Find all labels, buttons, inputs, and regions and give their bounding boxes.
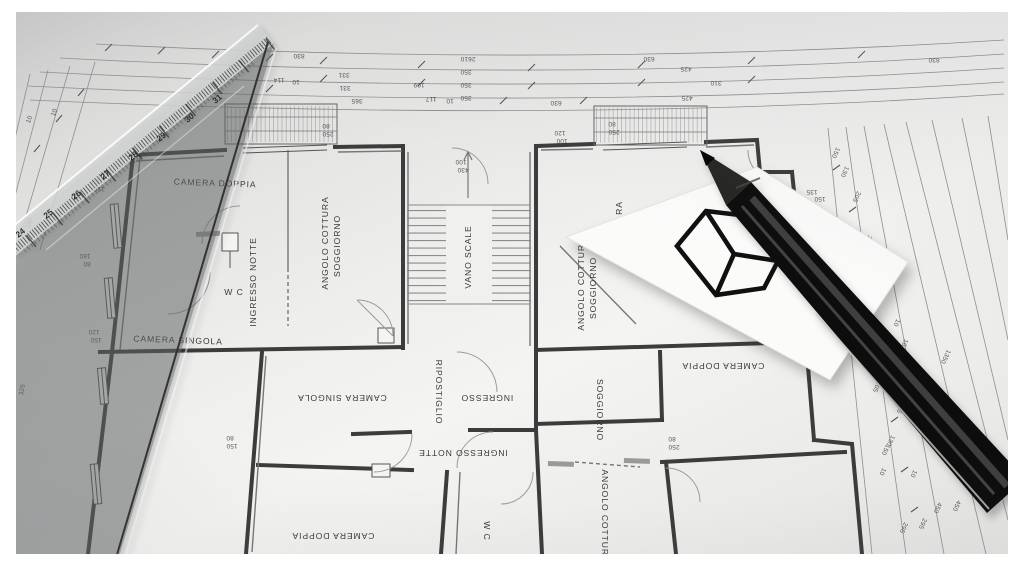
room-label: CAMERA DOPPIA — [292, 531, 375, 541]
room-label: CAMERA SINGOLA — [133, 333, 223, 346]
dim-label: 425 — [680, 65, 692, 72]
dim-label: 295 — [898, 521, 909, 534]
dim-label: 80 — [226, 434, 234, 441]
room-labels: CAMERA DOPPIA W C CAMERA SINGOLA INGRESS… — [133, 177, 764, 554]
dim-label: 350 — [460, 94, 472, 101]
dim-label: 150 — [880, 443, 891, 456]
pencil — [700, 150, 1008, 513]
dim-label: 630 — [550, 99, 562, 106]
dim-label: 10 — [50, 108, 59, 118]
dim-label: 150 — [830, 146, 841, 159]
room-label: INGRESSO NOTTE — [248, 237, 258, 326]
dim-label: 310 — [710, 79, 722, 86]
dim-label: 325 — [18, 383, 27, 396]
dim-label: 425 — [681, 94, 693, 101]
staircase — [407, 150, 531, 306]
floor-plan-walls — [85, 103, 865, 554]
dim-label: 1350 — [939, 348, 952, 365]
room-label: INGRESSO — [461, 393, 514, 403]
room-label: RA — [614, 201, 624, 215]
dim-label: 150 — [226, 442, 238, 449]
room-label: SOGGIORNO — [332, 215, 342, 277]
sliding-door-marks — [196, 230, 650, 467]
dim-label: 331 — [339, 84, 351, 91]
dim-label: 250 — [668, 443, 680, 450]
dim-label: 10 — [292, 78, 300, 85]
dim-label: 130 — [885, 434, 896, 447]
dim-label: 250 — [608, 128, 620, 135]
dim-label: 100 — [455, 158, 467, 165]
dim-label: 350 — [460, 68, 472, 75]
room-label: CAMERA SINGOLA — [297, 393, 387, 403]
dim-label: 160 — [79, 252, 91, 259]
dim-label: 135 — [806, 188, 818, 195]
ruler-number: 24 — [16, 226, 27, 240]
dim-label: 630 — [643, 55, 655, 62]
dim-label: 150 — [814, 195, 826, 202]
room-label: VANO SCALE — [463, 225, 473, 288]
dim-label: 295 — [917, 517, 928, 530]
triangle-body — [16, 43, 274, 554]
dim-label: 450 — [932, 501, 943, 514]
dim-label: 109 — [413, 81, 425, 88]
photo-area: 830 2610 630 331 350 425 114 10 109 331 … — [16, 12, 1008, 554]
dim-label: 120 — [88, 328, 100, 335]
dim-label: 10 — [877, 467, 887, 477]
dim-label: 10 — [891, 318, 901, 328]
window-symbols — [89, 141, 688, 505]
dim-label: 80 — [668, 435, 676, 442]
dim-label: 205 — [871, 380, 882, 393]
dim-label: 250 — [322, 130, 334, 137]
dim-label: 114 — [273, 76, 284, 83]
dim-label: 80 — [608, 120, 616, 127]
room-label: ANGOLO COTTURA — [320, 196, 330, 289]
dim-label: 150 — [90, 336, 102, 343]
dim-label: 430 — [457, 166, 469, 173]
dim-label: 830 — [293, 52, 305, 59]
dim-label: 120 — [554, 129, 566, 136]
dim-label: 205 — [851, 190, 862, 203]
dim-label: 450 — [951, 499, 962, 512]
set-square-triangle: 24 25 26 27 28 29 30 31 — [16, 24, 277, 554]
balcony-hatch — [224, 103, 708, 146]
dim-label: 10 — [899, 338, 909, 348]
dim-label: 120 — [93, 185, 105, 192]
door-arcs — [167, 147, 781, 505]
dim-label: 10 — [446, 97, 454, 104]
dim-label: 100 — [556, 137, 568, 144]
room-label: ANGOLO COTTURA — [600, 469, 610, 554]
dim-label: 350 — [460, 81, 472, 88]
pencil-graphite-tip — [700, 150, 715, 166]
card-face — [564, 166, 909, 381]
room-label: INGRESSO NOTTE — [418, 448, 507, 458]
dim-label: 10 — [25, 115, 34, 125]
room-label: ANGOLO COTTURA — [576, 237, 586, 330]
dim-label: 331 — [338, 71, 350, 78]
dim-label: 2610 — [460, 55, 475, 62]
room-label: CAMERA DOPPIA — [682, 361, 765, 371]
dim-label: 117 — [425, 95, 436, 102]
dim-label: 830 — [928, 56, 940, 63]
room-label: W C — [224, 287, 243, 297]
dim-label: 10 — [908, 469, 918, 479]
dim-label: 80 — [322, 122, 330, 129]
room-label: W C — [482, 521, 492, 540]
triangle-ruler-band — [16, 24, 274, 255]
dim-label: 130 — [839, 165, 850, 178]
room-label: SOGGIORNO — [588, 257, 598, 319]
scene-svg: 830 2610 630 331 350 425 114 10 109 331 … — [16, 24, 1008, 554]
pencil-sharpened-cone — [700, 150, 751, 205]
dim-label: 80 — [83, 260, 91, 267]
dim-label: 365 — [351, 97, 363, 104]
room-label: RIPOSTIGLIO — [434, 360, 444, 425]
room-label: SOGGIORNO — [595, 379, 605, 441]
